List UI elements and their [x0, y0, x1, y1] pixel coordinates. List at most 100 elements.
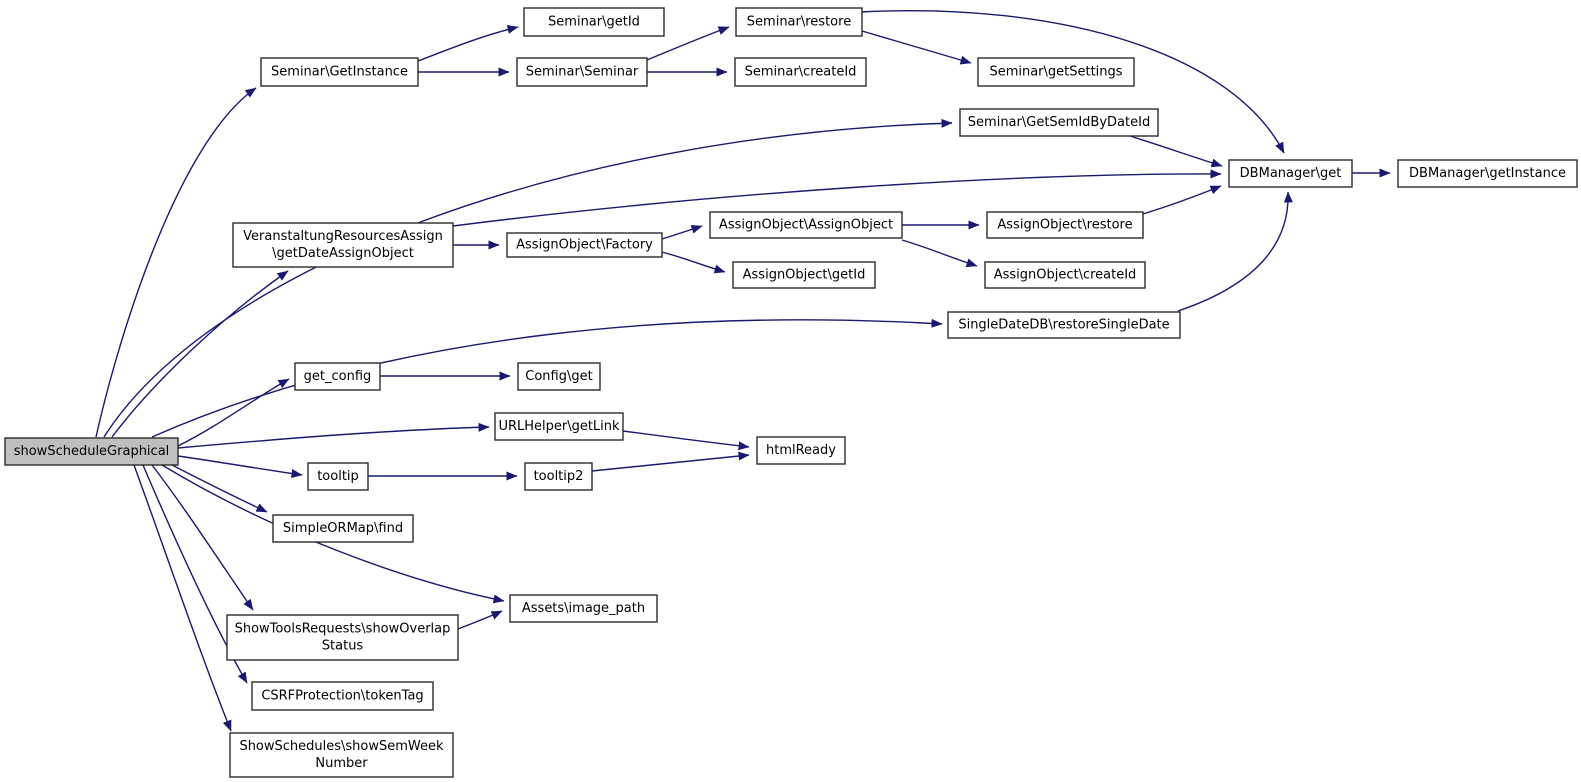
node-label-line: Number	[315, 756, 368, 771]
edge-assignobject-assignobject--assignobject-createid	[901, 239, 978, 268]
node-label-line: AssignObject\restore	[997, 218, 1132, 233]
node-label-line: ShowToolsRequests\showOverlap	[235, 622, 451, 637]
node-seminar-getinstance[interactable]: Seminar\GetInstance	[260, 57, 419, 87]
node-label-line: Status	[322, 639, 364, 654]
node-label-line: htmlReady	[766, 443, 836, 458]
node-label-tooltip2: tooltip2	[534, 469, 584, 484]
node-box-simpleormap-find	[272, 514, 414, 543]
edge-showScheduleGraphical--seminar-getinstance	[95, 87, 257, 438]
node-label-line: CSRFProtection\tokenTag	[261, 689, 423, 704]
node-box-showtoolsrequests-showoverlapstatus	[226, 614, 459, 661]
node-box-config-get	[517, 362, 601, 391]
edge-assignobject-restore--dbmanager-get	[1142, 185, 1222, 215]
edge-showScheduleGraphical--urlhelper-getlink	[177, 422, 490, 449]
node-htmlready[interactable]: htmlReady	[756, 436, 846, 465]
node-box-assignobject-createid	[984, 261, 1146, 289]
node-label-line: VeranstaltungResourcesAssign	[243, 229, 443, 244]
edge-showScheduleGraphical--assets-image-path	[161, 464, 505, 604]
node-label-seminar-getsemidbydateid: Seminar\GetSemIdByDateId	[968, 115, 1150, 130]
edge-showScheduleGraphical--showtoolsrequests-showoverlapstatus	[151, 464, 254, 611]
node-seminar-restore[interactable]: Seminar\restore	[735, 7, 863, 37]
node-singledatedb-restoresingledate[interactable]: SingleDateDB\restoreSingleDate	[947, 311, 1181, 339]
node-seminar-getsemidbydateid[interactable]: Seminar\GetSemIdByDateId	[959, 108, 1159, 137]
node-label-line: tooltip	[317, 469, 359, 484]
edge-tooltip2--htmlready	[591, 451, 750, 472]
node-label-line: Config\get	[525, 369, 592, 384]
node-box-htmlready	[756, 436, 846, 465]
edge-showScheduleGraphical--get-config	[177, 378, 290, 447]
node-config-get[interactable]: Config\get	[517, 362, 601, 391]
node-get-config[interactable]: get_config	[294, 362, 381, 391]
node-label-assignobject-factory: AssignObject\Factory	[516, 238, 653, 253]
node-urlhelper-getlink[interactable]: URLHelper\getLink	[494, 412, 624, 441]
node-label-line: Seminar\Seminar	[526, 65, 639, 80]
node-box-seminar-getsettings	[977, 57, 1135, 87]
node-csrfprotection-tokentag[interactable]: CSRFProtection\tokenTag	[251, 681, 434, 711]
node-box-seminar-createid	[734, 57, 867, 87]
node-box-assets-image-path	[509, 594, 658, 623]
node-tooltip[interactable]: tooltip	[307, 462, 369, 491]
node-label-line: get_config	[304, 369, 372, 384]
node-showScheduleGraphical[interactable]: showScheduleGraphical	[4, 437, 179, 466]
node-assets-image-path[interactable]: Assets\image_path	[509, 594, 658, 623]
node-label-csrfprotection-tokentag: CSRFProtection\tokenTag	[261, 689, 423, 704]
node-label-line: ShowSchedules\showSemWeek	[239, 739, 444, 754]
node-seminar-seminar[interactable]: Seminar\Seminar	[516, 57, 648, 87]
node-label-line: DBManager\get	[1240, 166, 1342, 181]
node-simpleormap-find[interactable]: SimpleORMap\find	[272, 514, 414, 543]
node-seminar-getsettings[interactable]: Seminar\getSettings	[977, 57, 1135, 87]
node-box-csrfprotection-tokentag	[251, 681, 434, 711]
node-tooltip2[interactable]: tooltip2	[524, 462, 593, 491]
node-assignobject-createid[interactable]: AssignObject\createId	[984, 261, 1146, 289]
node-assignobject-getid[interactable]: AssignObject\getId	[732, 261, 876, 289]
node-seminar-createid[interactable]: Seminar\createId	[734, 57, 867, 87]
node-label-line: Seminar\GetSemIdByDateId	[968, 115, 1150, 130]
node-seminar-getid[interactable]: Seminar\getId	[523, 7, 665, 37]
edge-assignobject-factory--assignobject-getid	[661, 251, 726, 274]
node-box-singledatedb-restoresingledate	[947, 311, 1181, 339]
edge-showScheduleGraphical--showschedules-showsemweeknumber	[133, 464, 232, 732]
node-assignobject-assignobject[interactable]: AssignObject\AssignObject	[709, 211, 903, 239]
edge-seminar-restore--dbmanager-get	[859, 10, 1285, 154]
node-label-tooltip: tooltip	[317, 469, 359, 484]
node-box-seminar-getinstance	[260, 57, 419, 87]
node-label-line: Seminar\restore	[747, 15, 851, 30]
node-box-veranstaltungresourcesassign-getdateassignobject	[232, 222, 454, 268]
edge-showScheduleGraphical--simpleormap-find	[171, 464, 268, 513]
node-label-seminar-getid: Seminar\getId	[548, 15, 640, 30]
node-label-dbmanager-getinstance: DBManager\getInstance	[1409, 166, 1566, 181]
node-label-seminar-getsettings: Seminar\getSettings	[989, 65, 1122, 80]
node-label-line: AssignObject\createId	[994, 268, 1137, 283]
node-label-urlhelper-getlink: URLHelper\getLink	[498, 419, 620, 434]
edge-seminar-getinstance--seminar-getid	[417, 25, 519, 62]
node-label-line: AssignObject\Factory	[516, 238, 653, 253]
node-label-line: Seminar\GetInstance	[271, 65, 408, 80]
node-assignobject-restore[interactable]: AssignObject\restore	[986, 211, 1144, 239]
edge-seminar-getsemidbydateid--dbmanager-get	[1129, 135, 1223, 168]
node-label-seminar-createid: Seminar\createId	[745, 65, 857, 80]
node-box-assignobject-factory	[506, 232, 663, 258]
node-box-seminar-seminar	[516, 57, 648, 87]
node-label-line: DBManager\getInstance	[1409, 166, 1566, 181]
node-veranstaltungresourcesassign-getdateassignobject[interactable]: VeranstaltungResourcesAssign\getDateAssi…	[232, 222, 454, 268]
node-label-simpleormap-find: SimpleORMap\find	[283, 521, 403, 536]
node-dbmanager-get[interactable]: DBManager\get	[1228, 159, 1353, 188]
node-box-dbmanager-get	[1228, 159, 1353, 188]
node-label-line: Seminar\createId	[745, 65, 857, 80]
edge-showScheduleGraphical--seminar-getsemidbydateid	[103, 118, 953, 438]
node-box-showScheduleGraphical	[4, 437, 179, 466]
node-label-config-get: Config\get	[525, 369, 592, 384]
node-box-seminar-getsemidbydateid	[959, 108, 1159, 137]
node-dbmanager-getinstance[interactable]: DBManager\getInstance	[1397, 159, 1578, 188]
node-label-singledatedb-restoresingledate: SingleDateDB\restoreSingleDate	[958, 318, 1169, 333]
node-label-line: AssignObject\AssignObject	[719, 218, 893, 233]
node-label-line: AssignObject\getId	[743, 268, 866, 283]
node-assignobject-factory[interactable]: AssignObject\Factory	[506, 232, 663, 258]
edge-showScheduleGraphical--tooltip	[177, 455, 303, 478]
node-label-line: showScheduleGraphical	[14, 444, 170, 459]
node-box-dbmanager-getinstance	[1397, 159, 1578, 188]
